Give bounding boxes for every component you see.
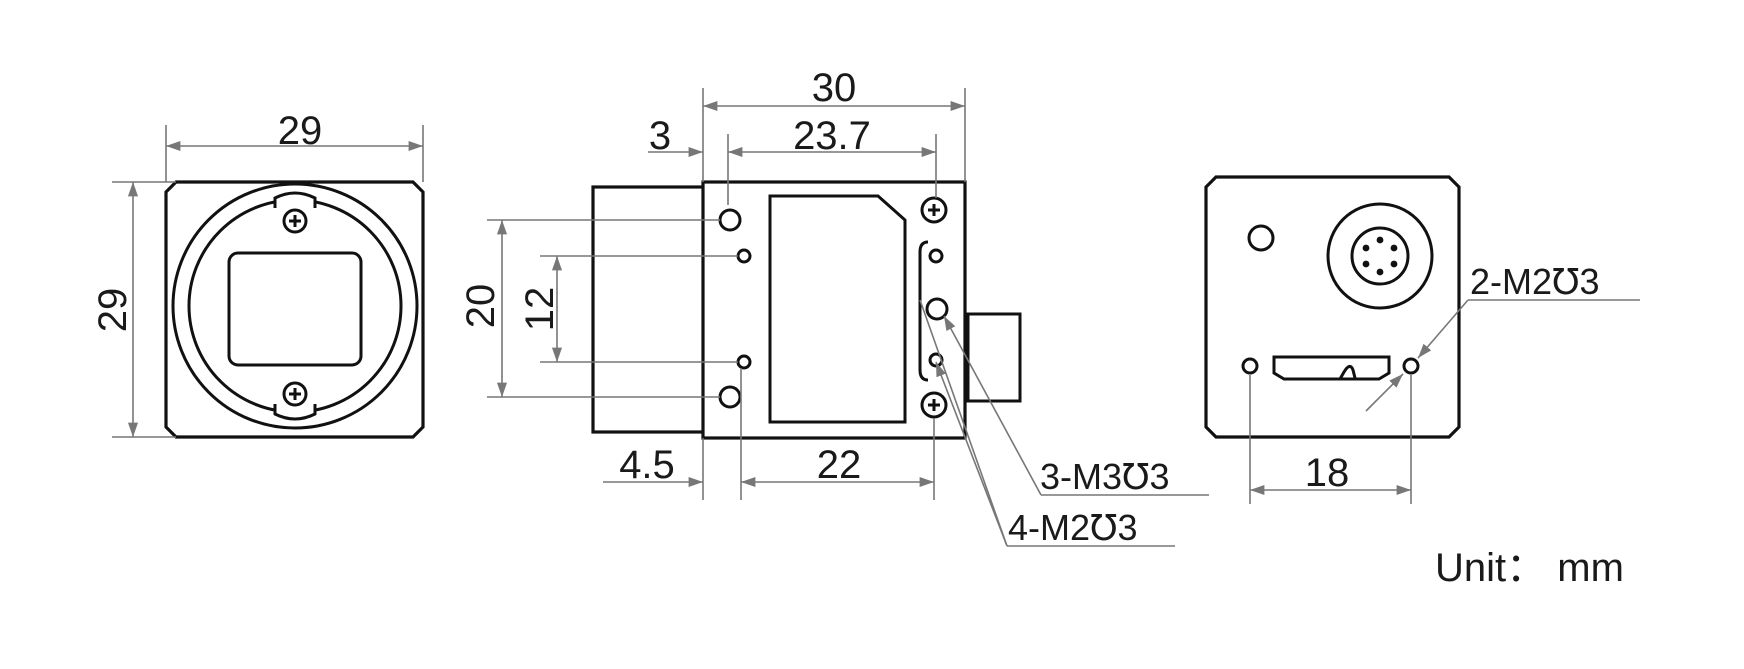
io-connector-inner [1350, 226, 1410, 286]
back-hole-span-label: 18 [1305, 451, 1350, 495]
back-indicator-hole [1247, 224, 1275, 252]
back-mount-hole-right [1402, 357, 1420, 375]
sensor-window [227, 251, 363, 367]
back-mount-hole-left [1241, 357, 1259, 375]
front-height-label: 29 [91, 288, 135, 333]
top-screw-tab [273, 191, 317, 208]
rear-connector-side [966, 312, 1022, 403]
side-inner-hole-label: 12 [518, 287, 562, 332]
m2-callout-leader-upper [919, 299, 1008, 547]
m2-back-callout-leader [1417, 299, 1469, 359]
side-hole-right-middle [925, 297, 949, 321]
m2-side-callout-label: 4-M2℧3 [1008, 507, 1138, 548]
side-length-label: 30 [812, 66, 857, 110]
side-screw-top-icon [920, 196, 948, 224]
side-hole-right-upper [928, 248, 944, 264]
side-offset-label: 3 [649, 114, 671, 158]
bottom-screw-icon [282, 381, 308, 407]
top-screw-icon [282, 208, 308, 234]
side-label-panel [768, 194, 907, 424]
front-width-label: 29 [278, 109, 323, 153]
usb-port [1272, 355, 1391, 381]
back-view: 18 2-M2℧3 [1204, 175, 1640, 504]
unit-label: Unit： mm [1435, 546, 1624, 590]
bottom-screw-tab [273, 404, 317, 421]
side-groove [918, 240, 929, 382]
m3-callout-label: 3-M3℧3 [1040, 456, 1170, 497]
front-view: 29 29 [91, 109, 425, 439]
m2-back-callout-label: 2-M2℧3 [1470, 261, 1600, 302]
side-hole-span-label: 23.7 [793, 114, 871, 158]
m2-back-callout-leader-lower [1365, 373, 1404, 412]
io-connector-outer [1326, 202, 1434, 310]
usb-port-tongue [1338, 365, 1357, 380]
side-outer-hole-label: 20 [459, 284, 503, 329]
front-body-outline [164, 180, 425, 439]
lens-mount-outer-ring [171, 182, 419, 430]
m3-callout-leader [943, 315, 1042, 496]
side-lens-depth-label: 4.5 [619, 443, 675, 487]
io-connector-pins [1362, 236, 1398, 276]
side-view: 30 3 23.7 20 12 4.5 22 3-M3℧3 4-M2℧3 [459, 66, 1209, 548]
back-body-outline [1204, 175, 1461, 439]
m2-callout-leader-lower [935, 361, 1008, 547]
side-screw-bottom-icon [920, 391, 948, 419]
side-bottom-span-label: 22 [817, 443, 862, 487]
lens-mount-side [591, 185, 706, 434]
